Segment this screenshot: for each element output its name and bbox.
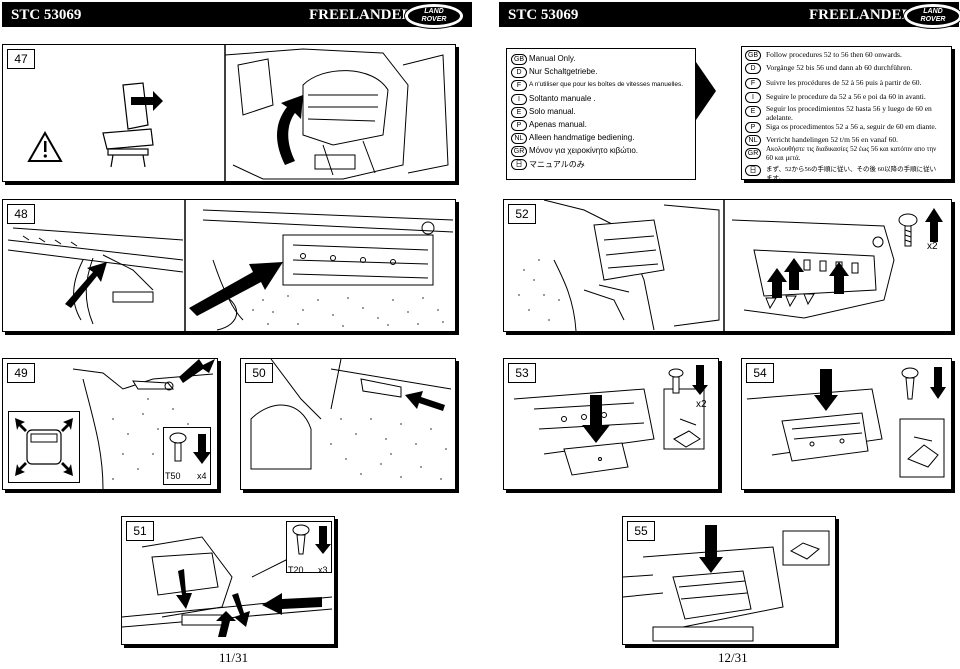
page-number-right: 12/31 <box>718 650 748 665</box>
note-text: Siga os procedimentos 52 a 56 a, seguir … <box>766 122 937 131</box>
step-number: 55 <box>627 521 655 541</box>
carpet-texture <box>252 295 444 327</box>
torx-size-label: T50 <box>165 471 181 481</box>
note-text: Alleen handmatige bediening. <box>529 133 635 142</box>
note-row: NL Alleen handmatige bediening. <box>507 132 695 146</box>
manual-only-notes: GB Manual Only. D Nur Schaltgetriebe. F … <box>506 48 696 180</box>
step-number: 49 <box>7 363 35 383</box>
lang-code: F <box>511 80 527 91</box>
model-name: FREELANDER <box>809 7 913 23</box>
step-47-illustration <box>27 45 449 181</box>
procedure-notes: GB Follow procedures 52 to 56 then 60 on… <box>741 46 952 180</box>
seat-inset <box>8 411 80 483</box>
note-text: Verricht handelingen 52 t/m 56 en vanaf … <box>766 135 899 144</box>
step-50-illustration <box>250 359 452 480</box>
step-55-illustration <box>623 525 830 642</box>
note-row: F A n'utiliser que pour les boîtes de vi… <box>507 79 695 93</box>
note-text: A n'utiliser que pour les boîtes de vite… <box>529 81 684 88</box>
note-text: Seguir los procedimientos 52 hasta 56 y … <box>766 104 932 122</box>
step-54-illustration <box>746 367 946 478</box>
step-47-panel: 47 <box>2 44 456 182</box>
lang-code: E <box>745 106 761 117</box>
lang-code: D <box>511 67 527 78</box>
note-text: Vorgänge 52 bis 56 und dann ab 60 durchf… <box>766 63 913 72</box>
torx-bolt-inset <box>163 427 211 485</box>
note-text: Nur Schaltgetriebe. <box>529 67 598 76</box>
step-52-panel: 52 <box>503 199 952 332</box>
note-text: Manual Only. <box>529 54 576 63</box>
step-number: 48 <box>7 204 35 224</box>
step-number: 51 <box>126 521 154 541</box>
lang-code: I <box>511 94 527 105</box>
lang-code: NL <box>511 133 527 144</box>
lang-code: GB <box>511 54 527 65</box>
note-text: Solo manual. <box>529 107 576 116</box>
note-row: E Solo manual. <box>507 106 695 120</box>
step-number: 50 <box>245 363 273 383</box>
note-text: Soltanto manuale . <box>529 94 596 103</box>
doc-code: STC 53069 <box>11 7 82 23</box>
note-text: Seguire le procedure da 52 a 56 e poi da… <box>766 92 926 101</box>
step-48-panel: 48 <box>2 199 456 332</box>
step-53-panel: 53 x2 <box>503 358 719 490</box>
step-number: 54 <box>746 363 774 383</box>
lang-code: GR <box>745 148 761 159</box>
lang-code: GR <box>511 146 527 157</box>
lang-code: GB <box>745 50 761 61</box>
note-row: P Apenas manual. <box>507 119 695 133</box>
quantity-label: x4 <box>197 471 207 481</box>
note-text: Follow procedures 52 to 56 then 60 onwar… <box>766 50 902 59</box>
step-53-illustration <box>513 365 708 476</box>
note-text: Μόνον για χειροκίνητο κιβώτιο. <box>529 146 639 155</box>
lang-code: 日 <box>511 159 527 170</box>
lang-code: F <box>745 78 761 89</box>
step-54-panel: 54 <box>741 358 952 490</box>
note-row: D Nur Schaltgetriebe. <box>507 66 695 80</box>
doc-code: STC 53069 <box>508 7 579 23</box>
step-number: 53 <box>508 363 536 383</box>
step-51-panel: 51 T20 x3 <box>121 516 335 645</box>
note-row: GR Μόνον για χειροκίνητο κιβώτιο. <box>507 145 695 159</box>
lang-code: 日 <box>745 165 761 176</box>
quantity-label: x3 <box>318 565 328 575</box>
note-text: まず、52から56の手順に従い、その後 60以降の手順に従います。 <box>766 166 937 180</box>
note-text: Apenas manual. <box>529 120 587 129</box>
step-52-illustration <box>518 200 943 331</box>
note-text: Ακολουθήστε τις διαδικασίες 52 έως 56 κα… <box>766 145 937 162</box>
note-text: Suivre les procédures de 52 à 56 puis à … <box>766 78 922 87</box>
quantity-label: x2 <box>927 241 938 252</box>
lang-code: E <box>511 107 527 118</box>
torx-screw-inset <box>286 521 332 573</box>
step-49-illustration <box>72 359 215 489</box>
step-number: 47 <box>7 49 35 69</box>
lang-code: NL <box>745 135 761 146</box>
step-number: 52 <box>508 204 536 224</box>
model-name: FREELANDER <box>309 7 413 23</box>
note-text: マニュアルのみ <box>529 160 585 169</box>
step-48-illustration <box>7 200 454 331</box>
step-55-panel: 55 <box>622 516 836 645</box>
lang-code: P <box>511 120 527 131</box>
step-51-illustration <box>122 536 333 637</box>
note-row: GB Manual Only. <box>507 53 695 67</box>
quantity-label: x2 <box>696 399 707 410</box>
note-row: I Soltanto manuale . <box>507 93 695 107</box>
lang-code: D <box>745 63 761 74</box>
lang-code: P <box>745 122 761 133</box>
step-50-panel: 50 <box>240 358 456 490</box>
page-number-left: 11/31 <box>219 650 249 665</box>
torx-size-label: T20 <box>288 565 304 575</box>
step-49-panel: 49 T50 x4 <box>2 358 218 490</box>
note-row: 日 マニュアルのみ <box>507 158 695 172</box>
lang-code: I <box>745 92 761 103</box>
